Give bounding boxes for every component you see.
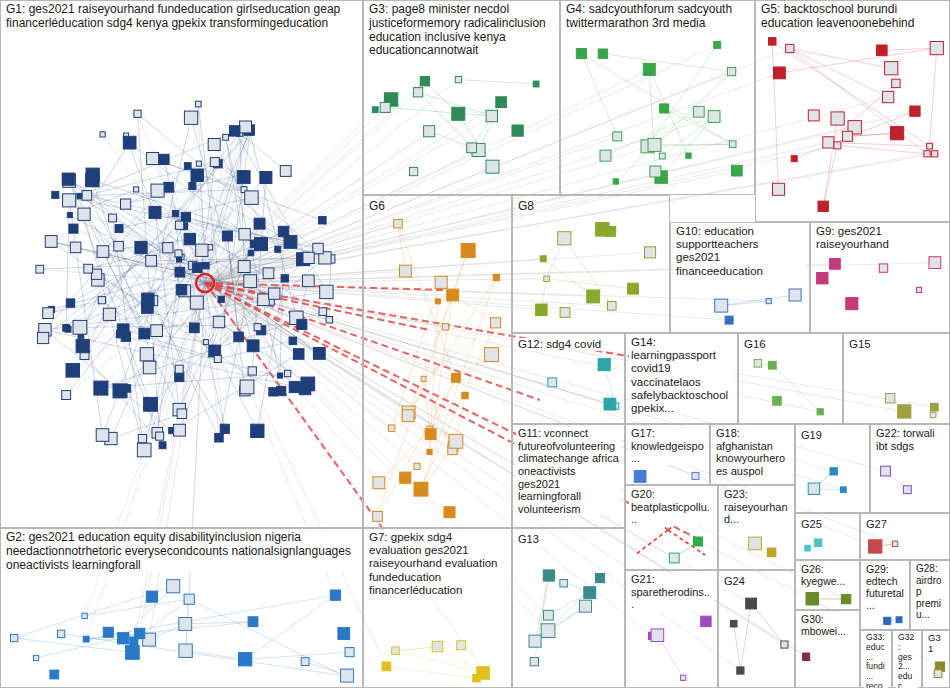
group-box: G23: raiseyourhand... bbox=[718, 485, 795, 570]
group-label: G26: kyegwe... bbox=[799, 563, 856, 587]
group-box: G22: torwali ibt sdgs bbox=[870, 424, 950, 513]
group-label: G20: beatplasticpollu... bbox=[629, 488, 714, 526]
group-box: G15 bbox=[843, 333, 950, 424]
group-box: G11: vconnect futureofvolunteering clima… bbox=[512, 424, 625, 528]
group-label: G3: page8 minister necdol justiceformemo… bbox=[367, 3, 556, 58]
group-label: G5: backtoschool burundi education leave… bbox=[759, 3, 946, 31]
vertex-marks bbox=[11, 38, 945, 683]
group-label: G7: gpekix sdg4 evaluation ges2021 raise… bbox=[367, 531, 508, 597]
group-box: G32: ges2... educ... raise... bbox=[892, 630, 922, 688]
group-box: G14: learningpassport covid19 vaccinatel… bbox=[625, 333, 738, 424]
group-box: G28: airdrop premiu... bbox=[910, 560, 950, 630]
group-box: G25 bbox=[795, 513, 860, 560]
group-label: G6 bbox=[367, 200, 387, 214]
group-label: G30: mbowei... bbox=[799, 613, 856, 637]
group-box: G18: afghanistan knowyourheroes auspol bbox=[710, 424, 795, 485]
group-box: G29: edtech futuretal... bbox=[860, 560, 910, 630]
group-label: G8 bbox=[516, 200, 536, 214]
group-box: G24 bbox=[718, 570, 795, 688]
edge-lines bbox=[14, 41, 940, 678]
group-box: G19 bbox=[795, 424, 870, 513]
group-box: G33: educ... fundi... reco... bbox=[860, 630, 892, 688]
group-label: G9: ges2021 raiseyourhand bbox=[814, 225, 946, 251]
group-box: G13 bbox=[512, 528, 625, 688]
group-box: G17: knowledgeispo... bbox=[625, 424, 710, 485]
group-box: G26: kyegwe... bbox=[795, 560, 860, 610]
group-label: G15 bbox=[847, 338, 873, 351]
group-box: G21: sparetherodins... bbox=[625, 570, 718, 688]
group-box: G3: page8 minister necdol justiceformemo… bbox=[363, 0, 560, 195]
group-label: G17: knowledgeispo... bbox=[629, 427, 706, 465]
group-label: G16 bbox=[742, 338, 768, 351]
group-label: G31 bbox=[926, 633, 946, 655]
group-label: G33: educ... fundi... reco... bbox=[864, 633, 888, 688]
group-label: G24 bbox=[722, 575, 747, 588]
group-label: G19 bbox=[799, 429, 824, 442]
group-label: G4: sadcyouthforum sadcyouth twittermara… bbox=[564, 3, 751, 31]
group-label: G23: raiseyourhand... bbox=[722, 488, 791, 526]
group-label: G10: education supportteachers ges2021 f… bbox=[674, 225, 806, 278]
group-box: G6 bbox=[363, 195, 512, 528]
group-box: G8 bbox=[512, 195, 670, 333]
group-label: G32: ges2... educ... raise... bbox=[896, 633, 918, 688]
group-box: G7: gpekix sdg4 evaluation ges2021 raise… bbox=[363, 528, 512, 688]
group-box: G30: mbowei... bbox=[795, 610, 860, 688]
group-label: G13 bbox=[516, 533, 541, 546]
group-box: G12: sdg4 covid bbox=[512, 333, 625, 424]
group-label: G1: ges2021 raiseyourhand fundeducation … bbox=[4, 3, 359, 31]
group-label: G22: torwali ibt sdgs bbox=[874, 427, 946, 452]
group-label: G25 bbox=[799, 518, 824, 531]
group-box: G5: backtoschool burundi education leave… bbox=[755, 0, 950, 222]
group-label: G18: afghanistan knowyourheroes auspol bbox=[714, 427, 791, 478]
group-box: G10: education supportteachers ges2021 f… bbox=[670, 222, 810, 333]
group-label: G2: ges2021 education equity disabilityi… bbox=[4, 531, 359, 572]
group-label: G28: airdrop premiu... bbox=[914, 563, 946, 621]
group-box: G31 bbox=[922, 630, 950, 688]
group-label: G21: sparetherodins... bbox=[629, 573, 714, 611]
group-label: G14: learningpassport covid19 vaccinatel… bbox=[629, 336, 734, 415]
group-box: G1: ges2021 raiseyourhand fundeducation … bbox=[0, 0, 363, 528]
group-label: G29: edtech futuretal... bbox=[864, 563, 906, 611]
group-label: G11: vconnect futureofvolunteering clima… bbox=[516, 427, 621, 515]
group-box: G9: ges2021 raiseyourhand bbox=[810, 222, 950, 333]
group-box: G16 bbox=[738, 333, 843, 424]
group-box: G2: ges2021 education equity disabilityi… bbox=[0, 528, 363, 688]
group-box: G27 bbox=[860, 513, 950, 560]
group-label: G27 bbox=[864, 518, 889, 531]
group-box: G4: sadcyouthforum sadcyouth twittermara… bbox=[560, 0, 755, 195]
group-label: G12: sdg4 covid bbox=[516, 338, 603, 351]
group-box: G20: beatplasticpollu... bbox=[625, 485, 718, 570]
